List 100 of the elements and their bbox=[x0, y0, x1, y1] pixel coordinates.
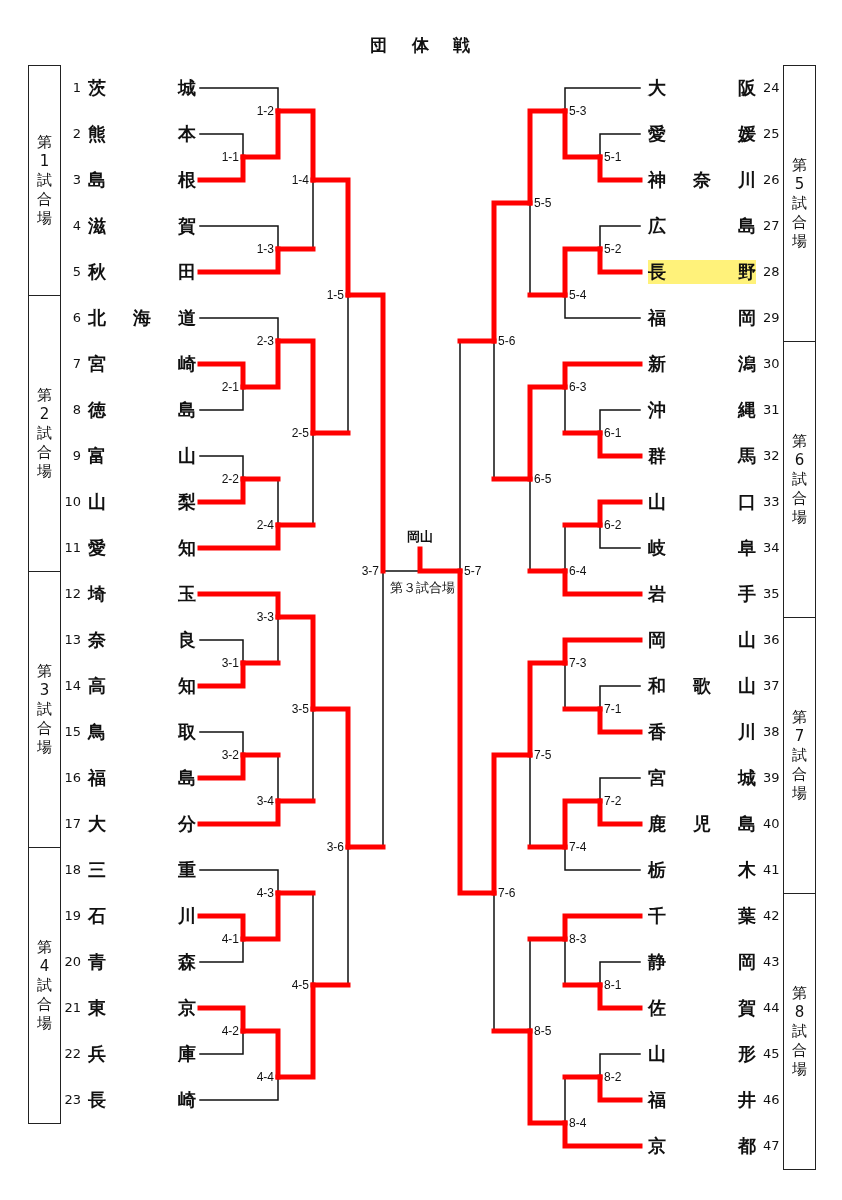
team-number: 26 bbox=[763, 172, 780, 188]
match-number: 5-5 bbox=[534, 196, 552, 210]
bracket-line bbox=[527, 1028, 568, 1126]
match-number: 6-5 bbox=[534, 472, 552, 486]
team-number: 13 bbox=[64, 632, 81, 648]
team-number: 44 bbox=[763, 1000, 780, 1016]
match-number: 3-7 bbox=[361, 564, 379, 578]
bracket-line bbox=[599, 777, 641, 802]
match-number: 3-1 bbox=[221, 656, 239, 670]
bracket-line bbox=[599, 409, 641, 434]
venue-box: 第4試合場 bbox=[28, 847, 61, 1124]
match-number: 7-5 bbox=[534, 748, 552, 762]
team-name: 青森 bbox=[88, 950, 196, 974]
bracket-line bbox=[491, 752, 533, 896]
team-number: 6 bbox=[72, 310, 81, 326]
bracket-line bbox=[599, 225, 641, 250]
team-name: 福島 bbox=[88, 766, 196, 790]
team-name: 北海道 bbox=[88, 306, 196, 330]
match-number: 1-2 bbox=[256, 104, 274, 118]
match-number: 5-1 bbox=[604, 150, 622, 164]
team-name: 新潟 bbox=[648, 352, 756, 376]
bracket-line bbox=[197, 246, 281, 275]
team-name: 滋賀 bbox=[88, 214, 196, 238]
team-name: 愛媛 bbox=[648, 122, 756, 146]
team-number: 27 bbox=[763, 218, 780, 234]
team-name: 福井 bbox=[648, 1088, 756, 1112]
team-name: 徳島 bbox=[88, 398, 196, 422]
team-name: 岩手 bbox=[648, 582, 756, 606]
team-number: 1 bbox=[72, 80, 81, 96]
team-number: 12 bbox=[64, 586, 81, 602]
match-number: 8-5 bbox=[534, 1024, 552, 1038]
team-name: 福岡 bbox=[648, 306, 756, 330]
team-name: 山梨 bbox=[88, 490, 196, 514]
team-number: 42 bbox=[763, 908, 780, 924]
bracket-line bbox=[527, 384, 568, 482]
team-name: 静岡 bbox=[648, 950, 756, 974]
bracket-line bbox=[597, 982, 643, 1011]
venue-box: 第3試合場 bbox=[28, 571, 61, 848]
team-number: 16 bbox=[64, 770, 81, 786]
team-name: 東京 bbox=[88, 996, 196, 1020]
team-number: 21 bbox=[64, 1000, 81, 1016]
team-name: 和歌山 bbox=[648, 674, 756, 698]
team-number: 45 bbox=[763, 1046, 780, 1062]
venue-box: 第5試合場 bbox=[783, 65, 816, 342]
match-number: 8-2 bbox=[604, 1070, 622, 1084]
bracket-line bbox=[599, 133, 641, 158]
bracket-line bbox=[562, 568, 643, 597]
bracket-line bbox=[597, 430, 643, 459]
match-number: 1-4 bbox=[291, 173, 309, 187]
team-name: 佐賀 bbox=[648, 996, 756, 1020]
team-number: 46 bbox=[763, 1092, 780, 1108]
team-number: 17 bbox=[64, 816, 81, 832]
venue-box: 第2試合場 bbox=[28, 295, 61, 572]
team-number: 25 bbox=[763, 126, 780, 142]
team-number: 10 bbox=[64, 494, 81, 510]
team-name: 岐阜 bbox=[648, 536, 756, 560]
team-name: 鳥取 bbox=[88, 720, 196, 744]
team-number: 5 bbox=[72, 264, 81, 280]
match-number: 7-6 bbox=[498, 886, 516, 900]
match-number: 2-2 bbox=[221, 472, 239, 486]
bracket-line bbox=[562, 913, 643, 942]
title: 団体戦 bbox=[370, 35, 470, 55]
bracket-line bbox=[562, 246, 603, 298]
match-number: 3-4 bbox=[256, 794, 274, 808]
bracket-line bbox=[599, 685, 641, 710]
team-number: 40 bbox=[763, 816, 780, 832]
team-name: 大分 bbox=[88, 812, 196, 836]
match-number: 4-3 bbox=[256, 886, 274, 900]
bracket-line bbox=[197, 752, 246, 781]
match-number: 6-1 bbox=[604, 426, 622, 440]
team-number: 47 bbox=[763, 1138, 780, 1154]
team-number: 28 bbox=[763, 264, 780, 280]
match-number: 4-1 bbox=[221, 932, 239, 946]
team-number: 9 bbox=[72, 448, 81, 464]
bracket-line bbox=[597, 706, 643, 735]
team-number: 20 bbox=[64, 954, 81, 970]
team-number: 15 bbox=[64, 724, 81, 740]
match-number: 6-3 bbox=[569, 380, 587, 394]
team-name: 神奈川 bbox=[648, 168, 756, 192]
team-number: 23 bbox=[64, 1092, 81, 1108]
bracket-line bbox=[199, 639, 244, 664]
match-number: 6-2 bbox=[604, 518, 622, 532]
team-name: 愛知 bbox=[88, 536, 196, 560]
team-number: 35 bbox=[763, 586, 780, 602]
team-number: 32 bbox=[763, 448, 780, 464]
team-number: 3 bbox=[72, 172, 81, 188]
team-number: 33 bbox=[763, 494, 780, 510]
match-number: 4-4 bbox=[256, 1070, 274, 1084]
team-number: 34 bbox=[763, 540, 780, 556]
bracket-line bbox=[275, 338, 316, 436]
team-name: 広島 bbox=[648, 214, 756, 238]
team-name: 宮崎 bbox=[88, 352, 196, 376]
match-number: 5-6 bbox=[498, 334, 516, 348]
team-number: 11 bbox=[64, 540, 81, 556]
team-number: 39 bbox=[763, 770, 780, 786]
team-name: 香川 bbox=[648, 720, 756, 744]
match-number: 2-3 bbox=[256, 334, 274, 348]
team-name: 岡山 bbox=[648, 628, 756, 652]
team-number: 22 bbox=[64, 1046, 81, 1062]
team-name: 山口 bbox=[648, 490, 756, 514]
